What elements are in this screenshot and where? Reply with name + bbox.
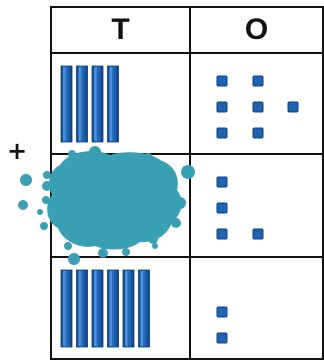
tens-rod [91,65,104,143]
ones-cube [287,101,299,113]
ones-cube [216,127,228,139]
tens-rod [60,65,73,143]
tens-header: T [111,13,130,46]
ones-cube [216,101,228,113]
grid-lines [50,6,324,360]
plus-sign: + [7,137,28,165]
ones-cube [252,228,264,240]
tens-rod [76,269,88,348]
tens-rod [91,269,104,348]
ones-cube [252,101,264,113]
ones-cube [216,332,228,344]
tens-rod [107,65,119,143]
ones-cube [216,202,228,214]
ink-splash [18,146,195,265]
ones-cubes-layer [216,75,299,344]
ones-cube [252,75,264,87]
tens-rod [107,269,119,348]
ones-cube [216,75,228,87]
ones-cube [252,127,264,139]
tens-rod [76,65,88,143]
tens-rod [122,269,135,348]
ones-cube [216,306,228,318]
ones-header: O [244,13,269,46]
ones-cube [216,176,228,188]
tens-rods-layer [60,65,150,348]
ones-cube [216,228,228,240]
tens-rod [138,269,150,348]
tens-rod [60,269,73,348]
